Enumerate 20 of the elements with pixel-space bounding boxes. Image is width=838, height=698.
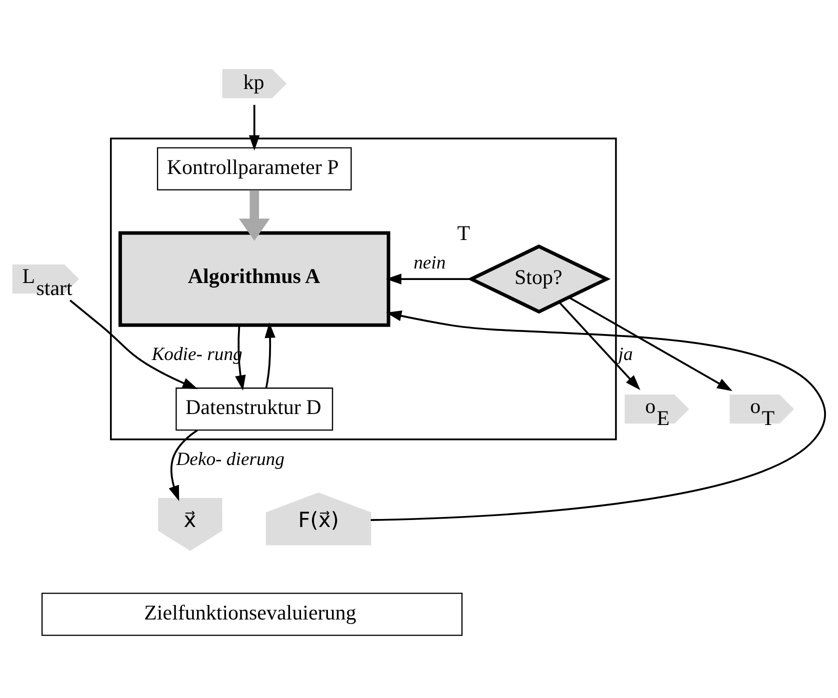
node-diamond: Stop? — [467, 244, 611, 314]
node-box: Zielfunktionsevaluierung — [41, 592, 463, 636]
edge-label: ja — [618, 344, 633, 365]
node-label: T — [457, 220, 470, 245]
arrow — [370, 310, 826, 521]
arrow — [386, 274, 472, 284]
arrow — [70, 300, 198, 390]
node-box: Kontrollparameter P — [156, 147, 352, 190]
arrow — [238, 190, 270, 241]
cluster — [110, 138, 617, 440]
arrow — [264, 322, 276, 388]
arrow — [235, 325, 246, 391]
arrow — [168, 430, 198, 502]
arrow — [568, 296, 732, 392]
edge-label: Deko- dierung — [176, 448, 284, 470]
node-box: Datenstruktur D — [176, 388, 334, 431]
edge-label: nein — [414, 252, 446, 274]
arrow — [248, 104, 260, 151]
node-box: Algorithmus A — [118, 231, 390, 327]
arrow — [558, 302, 640, 390]
